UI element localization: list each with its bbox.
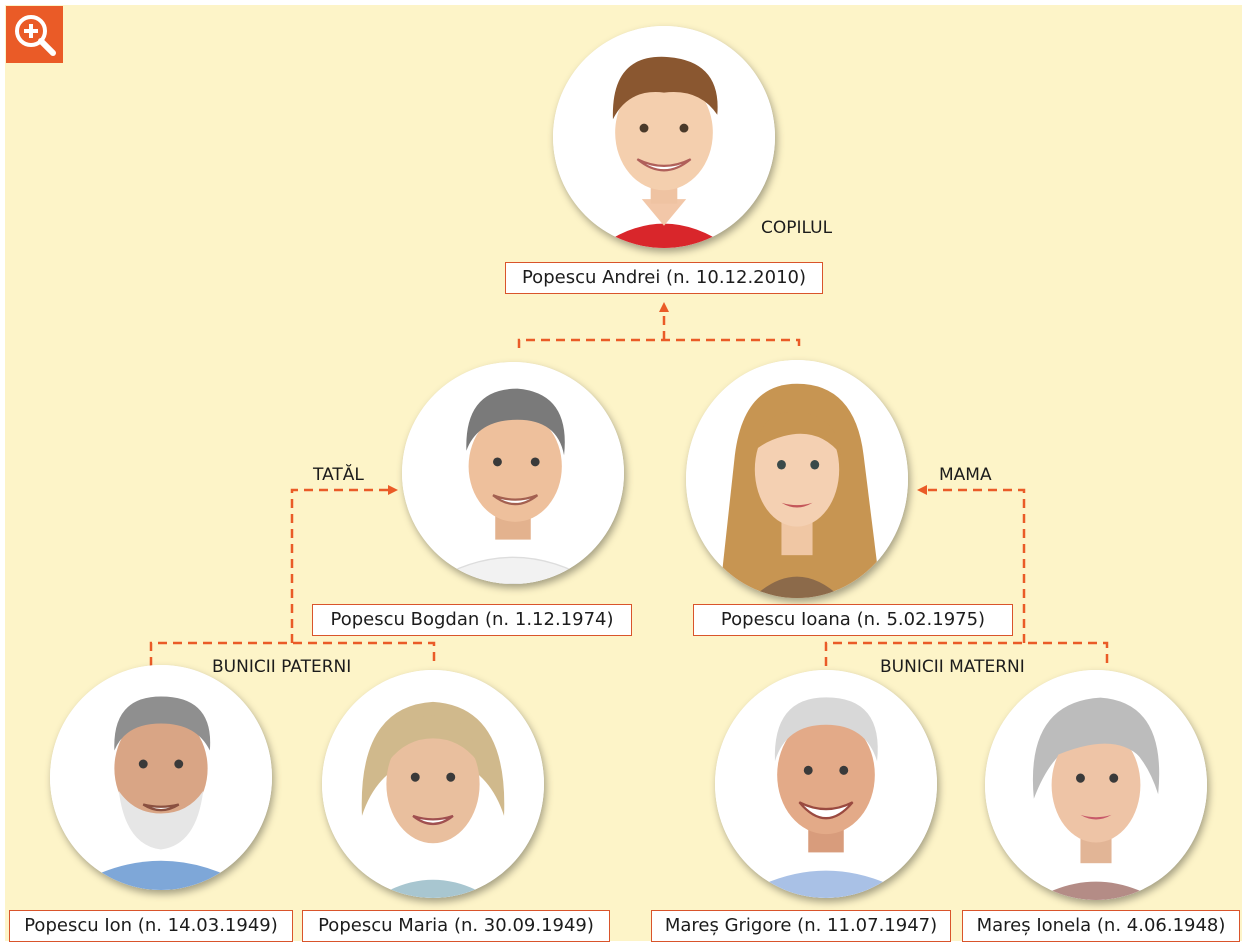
mother-role-label: MAMA xyxy=(939,465,992,485)
paternal-grandparents-label: BUNICII PATERNI xyxy=(212,657,352,677)
maternal-grandmother-name-box: Mareș Ionela (n. 4.06.1948) xyxy=(962,910,1240,942)
father-role-label: TATĂL xyxy=(313,465,364,485)
child-role-label: COPILUL xyxy=(761,218,833,238)
father-name-box: Popescu Bogdan (n. 1.12.1974) xyxy=(312,604,632,636)
father-photo xyxy=(402,362,624,584)
zoom-button[interactable] xyxy=(6,6,63,63)
maternal-grandparents-label: BUNICII MATERNI xyxy=(880,657,1025,677)
paternal-grandmother-name-box: Popescu Maria (n. 30.09.1949) xyxy=(302,910,610,942)
mother-name-box: Popescu Ioana (n. 5.02.1975) xyxy=(693,604,1013,636)
maternal-grandfather-photo xyxy=(715,670,937,898)
paternal-grandfather-name-box: Popescu Ion (n. 14.03.1949) xyxy=(9,910,293,942)
zoom-in-icon xyxy=(15,15,56,56)
paternal-grandmother-photo xyxy=(322,670,544,898)
maternal-grandmother-photo xyxy=(985,670,1207,900)
child-photo xyxy=(553,26,775,248)
mother-photo xyxy=(686,360,908,598)
child-name-box: Popescu Andrei (n. 10.12.2010) xyxy=(505,262,823,294)
maternal-grandfather-name-box: Mareș Grigore (n. 11.07.1947) xyxy=(651,910,951,942)
paternal-grandfather-photo xyxy=(50,665,272,890)
